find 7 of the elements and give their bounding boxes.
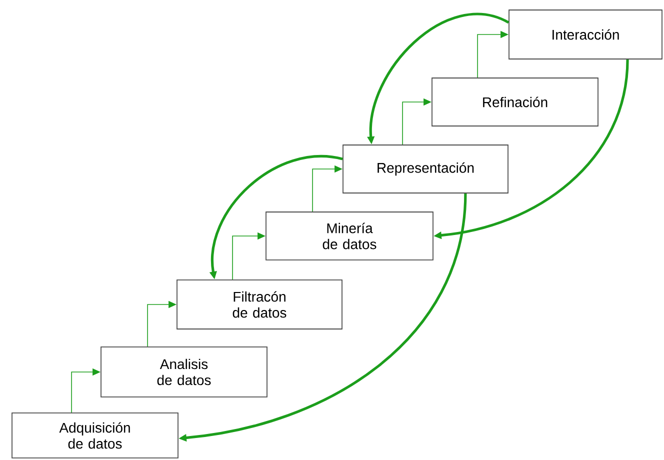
process-box: Minería de datos — [266, 212, 434, 260]
process-box: Filtracón de datos — [176, 280, 342, 330]
process-box: Adquisición de datos — [12, 412, 178, 458]
process-box: Refinación — [432, 78, 598, 126]
process-box: Representación — [342, 144, 508, 194]
process-box: Analisis de datos — [100, 346, 268, 398]
process-box: Interacción — [508, 10, 662, 60]
